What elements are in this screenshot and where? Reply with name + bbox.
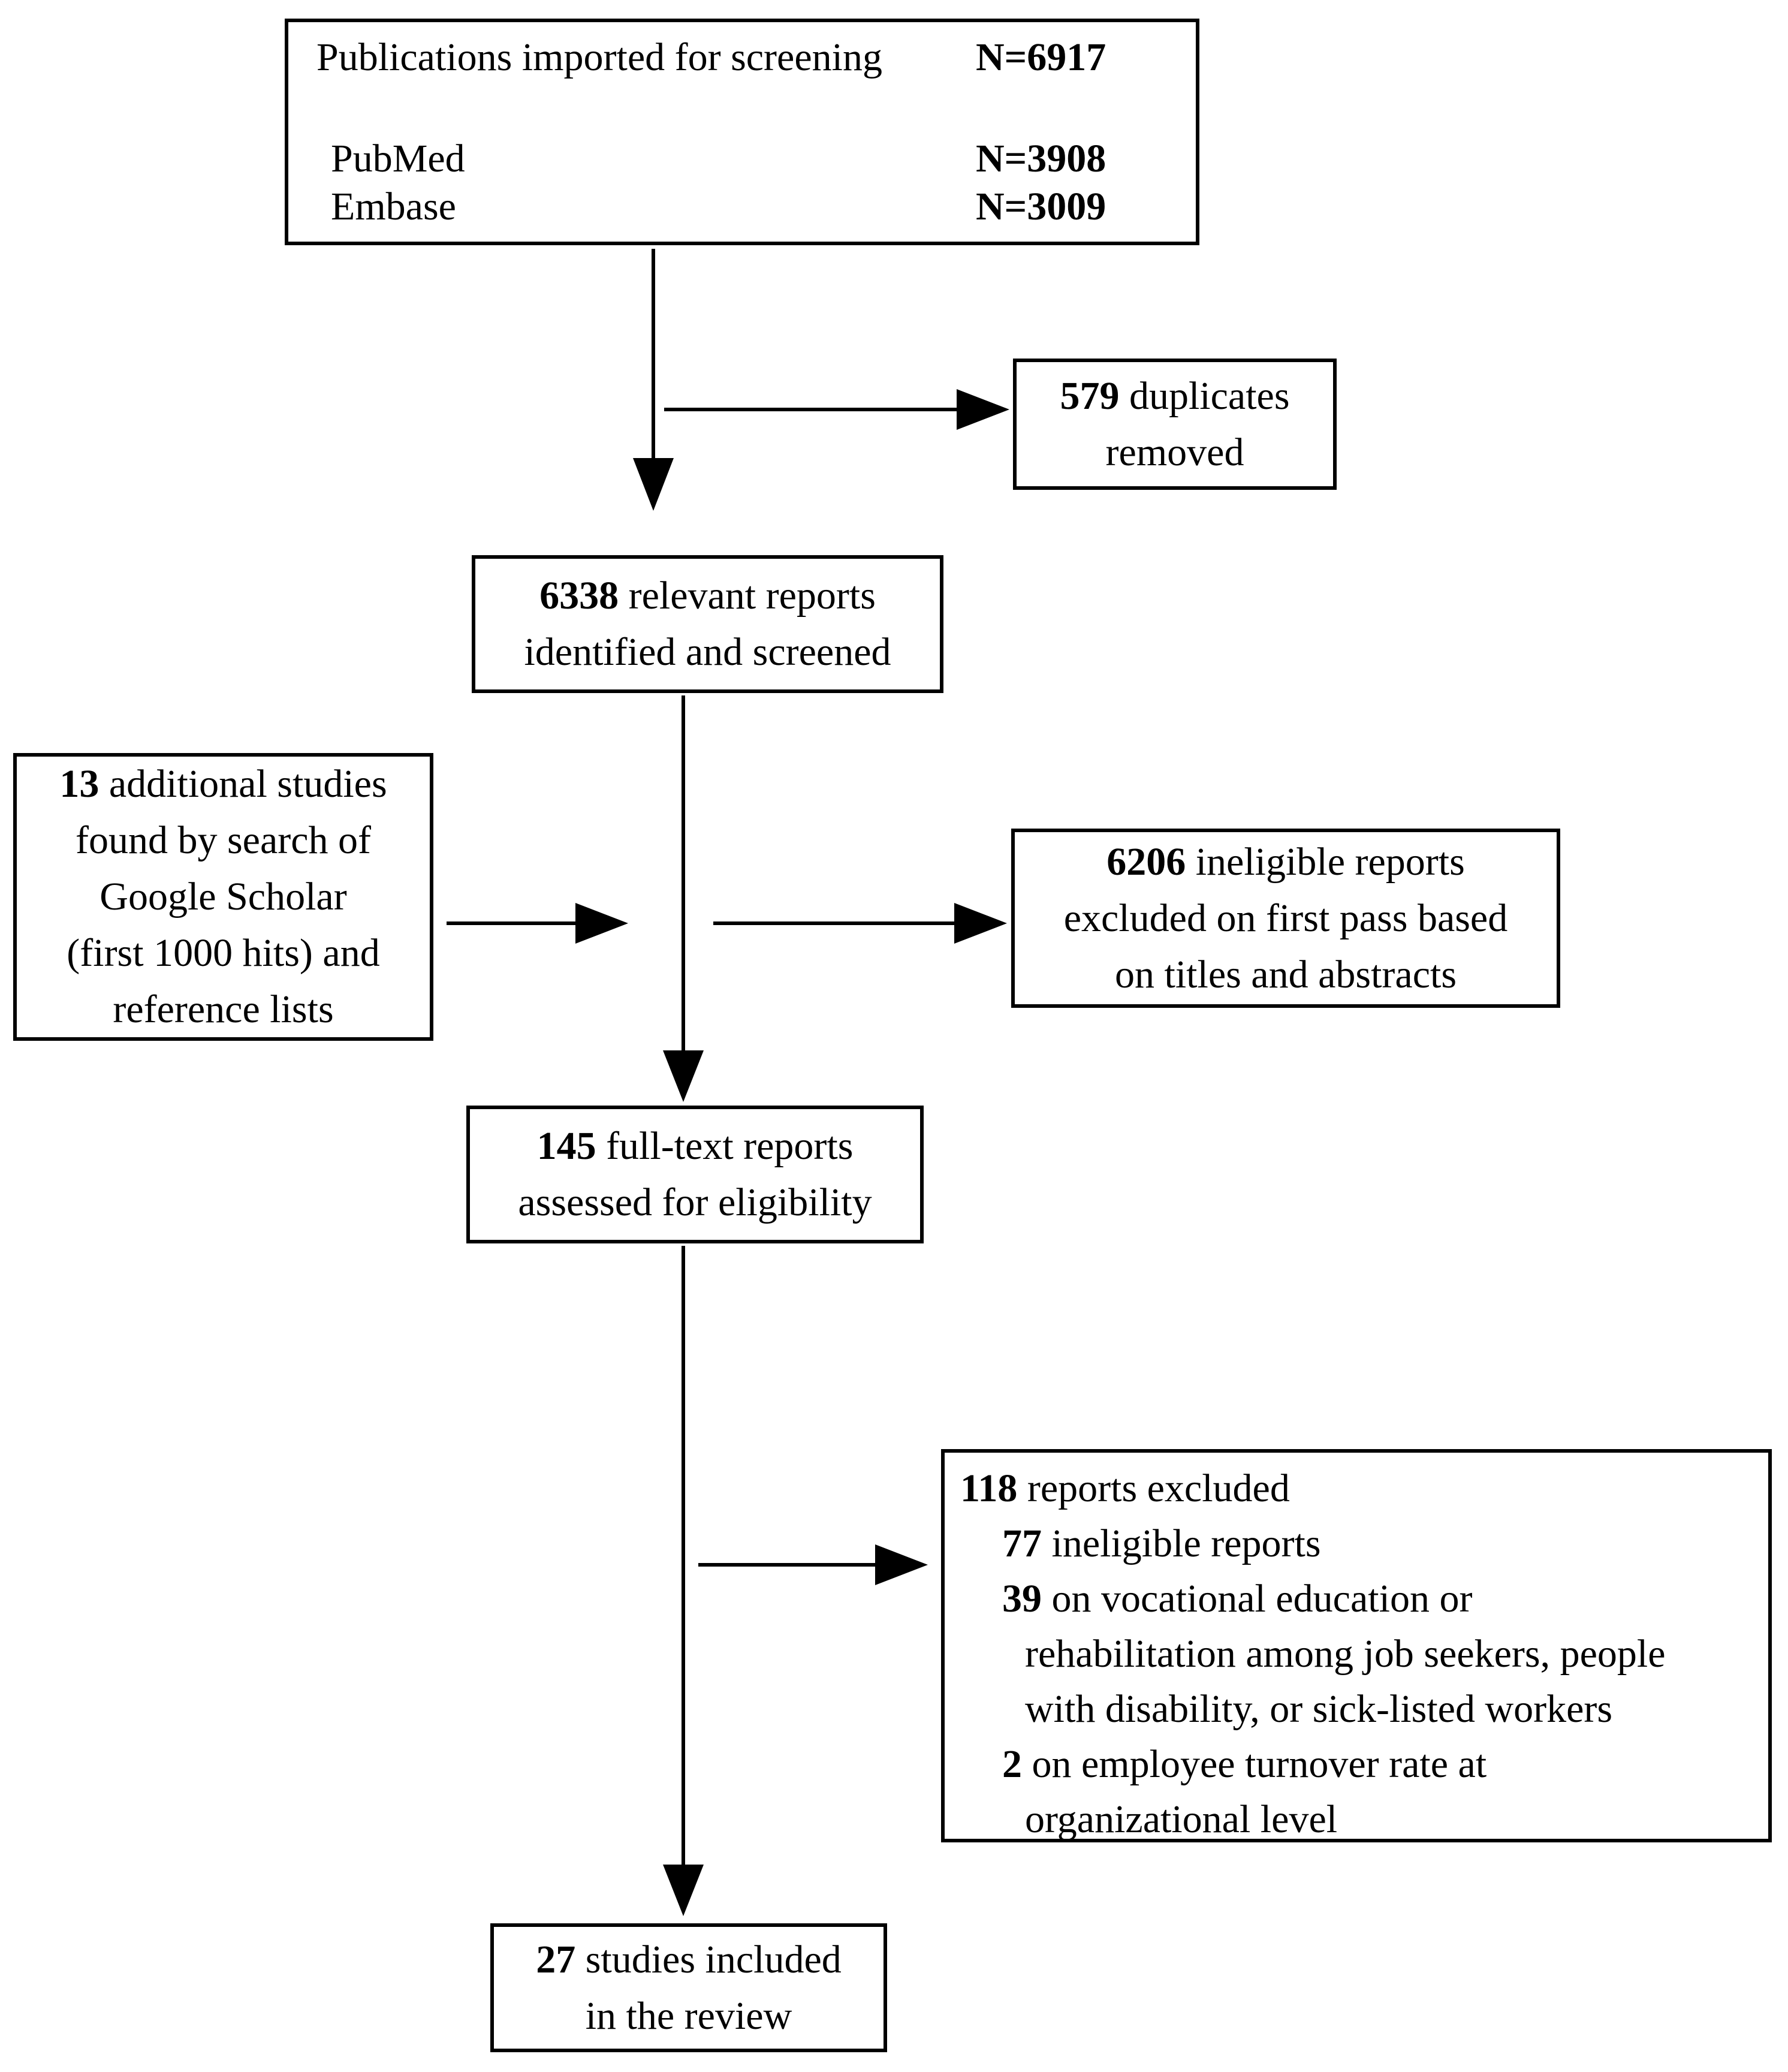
text-line: in the review (494, 1988, 884, 2044)
arrow-branch-to-excluded (698, 1544, 928, 1585)
arrow-fulltext-to-included (663, 1246, 704, 1916)
text-line: 39 on vocational education or (960, 1571, 1762, 1627)
box-duplicates-removed: 579 duplicates removed (1013, 359, 1337, 490)
count-value: 77 (1002, 1522, 1042, 1565)
embase-count: N=3009 (976, 185, 1106, 228)
text-segment: ineligible reports (1186, 839, 1465, 884)
arrow-branch-to-duplicates (664, 389, 1009, 430)
text-line: reference lists (17, 981, 430, 1038)
imported-title-row: Publications imported for screening N=69… (288, 29, 1196, 86)
count-value: 579 (1060, 374, 1120, 418)
text-segment: ineligible reports (1042, 1522, 1321, 1565)
text-segment: excluded on first pass based (1063, 896, 1508, 940)
text-line: 145 full-text reports (470, 1118, 920, 1174)
text-line: 2 on employee turnover rate at (960, 1737, 1762, 1792)
count-value: 6206 (1106, 839, 1186, 884)
embase-label: Embase (331, 185, 456, 228)
text-segment: rehabilitation among job seekers, people (1025, 1632, 1666, 1676)
box-ineligible-first-pass: 6206 ineligible reports excluded on first… (1011, 829, 1560, 1008)
box-relevant-reports-screened: 6338 relevant reports identified and scre… (472, 555, 943, 693)
box-additional-studies: 13 additional studies found by search of G… (13, 753, 433, 1041)
text-segment: studies included (575, 1937, 842, 1981)
text-line: 6338 relevant reports (475, 568, 940, 624)
arrow-branch-to-firstpass (713, 903, 1007, 944)
text-segment: Google Scholar (99, 875, 347, 918)
box-fulltext-assessed: 145 full-text reports assessed for eligib… (466, 1106, 924, 1243)
text-segment: on titles and abstracts (1114, 952, 1457, 996)
text-segment: additional studies (99, 762, 387, 806)
arrow-screened-to-fulltext (663, 695, 704, 1102)
text-segment: organizational level (1025, 1797, 1338, 1841)
imported-title: Publications imported for screening (316, 35, 882, 79)
text-line: removed (1017, 424, 1333, 481)
text-segment: assessed for eligibility (518, 1180, 872, 1224)
text-line: Google Scholar (17, 869, 430, 925)
source-row-embase: Embase N=3009 (288, 183, 1196, 231)
text-segment: reports excluded (1017, 1466, 1290, 1510)
text-segment: with disability, or sick-listed workers (1025, 1687, 1613, 1731)
text-segment: removed (1105, 430, 1244, 474)
text-line: assessed for eligibility (470, 1174, 920, 1231)
text-line: 118 reports excluded (960, 1461, 1762, 1516)
arrow-imported-to-screened (633, 249, 674, 511)
text-segment: found by search of (75, 818, 371, 862)
text-line: 77 ineligible reports (960, 1516, 1762, 1571)
text-segment: full-text reports (596, 1124, 854, 1168)
count-value: 27 (536, 1937, 576, 1981)
text-line: (first 1000 hits) and (17, 925, 430, 981)
box-studies-included: 27 studies included in the review (490, 1923, 887, 2052)
text-line: 6206 ineligible reports (1015, 834, 1557, 890)
count-value: 145 (536, 1124, 596, 1168)
text-line: rehabilitation among job seekers, people (960, 1627, 1762, 1682)
box-publications-imported: Publications imported for screening N=69… (285, 19, 1199, 245)
text-line: 579 duplicates (1017, 368, 1333, 424)
text-segment: relevant reports (619, 574, 876, 618)
text-segment: (first 1000 hits) and (67, 931, 380, 975)
count-value: 118 (960, 1466, 1018, 1510)
text-line: 27 studies included (494, 1932, 884, 1988)
arrow-additional-to-flow (447, 903, 628, 944)
pubmed-count: N=3908 (976, 137, 1106, 180)
count-value: 13 (59, 762, 99, 806)
text-segment: duplicates (1119, 374, 1290, 418)
text-line: on titles and abstracts (1015, 947, 1557, 1003)
imported-spacer (288, 86, 1196, 135)
text-line: identified and screened (475, 624, 940, 680)
text-line: with disability, or sick-listed workers (960, 1682, 1762, 1737)
count-value: 2 (1002, 1742, 1022, 1786)
text-segment: on employee turnover rate at (1022, 1742, 1487, 1786)
source-row-pubmed: PubMed N=3908 (288, 135, 1196, 183)
imported-total-count: N=6917 (976, 35, 1106, 79)
text-segment: reference lists (113, 987, 334, 1031)
count-value: 6338 (539, 574, 619, 618)
text-line: found by search of (17, 812, 430, 869)
text-segment: on vocational education or (1042, 1577, 1473, 1621)
text-segment: identified and screened (524, 630, 891, 674)
text-line: excluded on first pass based (1015, 890, 1557, 947)
text-line: organizational level (960, 1792, 1762, 1847)
text-line: 13 additional studies (17, 756, 430, 812)
count-value: 39 (1002, 1577, 1042, 1621)
pubmed-label: PubMed (331, 137, 465, 180)
text-segment: in the review (585, 1993, 792, 2038)
